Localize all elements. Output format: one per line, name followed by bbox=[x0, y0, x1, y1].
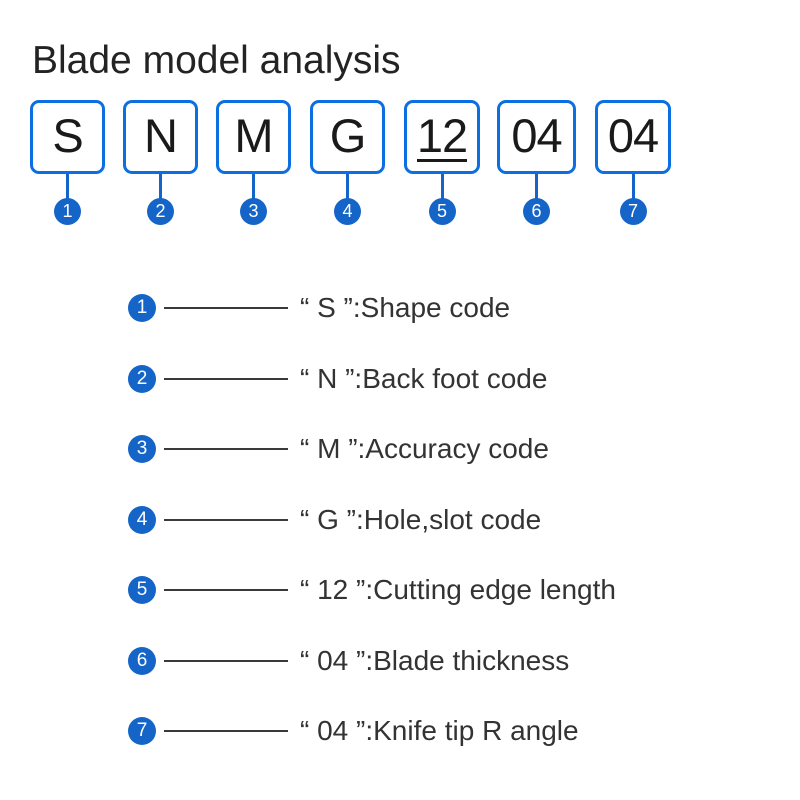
legend-marker-3[interactable]: 3 bbox=[128, 435, 156, 463]
legend-row-1: 1 “ S ”:Shape code bbox=[128, 290, 510, 326]
legend-leader-line-5 bbox=[164, 589, 288, 591]
code-box-7[interactable]: 04 bbox=[595, 100, 671, 174]
code-box-5[interactable]: 12 bbox=[404, 100, 480, 174]
legend-row-2: 2 “ N ”:Back foot code bbox=[128, 361, 547, 397]
code-box-value-6: 04 bbox=[511, 108, 562, 162]
code-box-value-2: N bbox=[144, 108, 178, 162]
connector-line-1 bbox=[66, 174, 69, 200]
legend-row-4: 4 “ G ”:Hole,slot code bbox=[128, 502, 541, 538]
connector-line-4 bbox=[346, 174, 349, 200]
legend-row-6: 6 “ 04 ”:Blade thickness bbox=[128, 643, 569, 679]
code-box-value-5: 12 bbox=[416, 108, 468, 162]
code-marker-1[interactable]: 1 bbox=[54, 198, 81, 225]
legend-label-1: “ S ”:Shape code bbox=[300, 292, 511, 323]
legend-leader-line-3 bbox=[164, 448, 288, 450]
code-marker-2[interactable]: 2 bbox=[147, 198, 174, 225]
legend-marker-5[interactable]: 5 bbox=[128, 576, 156, 604]
legend-row-5: 5 “ 12 ”:Cutting edge length bbox=[128, 572, 616, 608]
legend-leader-line-7 bbox=[164, 730, 288, 732]
legend-marker-2[interactable]: 2 bbox=[128, 364, 156, 393]
connector-line-7 bbox=[631, 174, 635, 200]
code-box-value-1: S bbox=[52, 108, 83, 162]
code-marker-6[interactable]: 6 bbox=[523, 198, 550, 225]
connector-line-3 bbox=[252, 174, 255, 200]
legend-label-7: “ 04 ”:Knife tip R angle bbox=[300, 715, 579, 746]
code-box-1[interactable]: S bbox=[30, 100, 105, 174]
legend-marker-4[interactable]: 4 bbox=[128, 505, 156, 534]
legend-label-6: “ 04 ”:Blade thickness bbox=[300, 644, 570, 676]
code-marker-3[interactable]: 3 bbox=[240, 198, 267, 225]
legend-marker-1[interactable]: 1 bbox=[128, 294, 156, 322]
legend-leader-line-1 bbox=[164, 307, 288, 309]
code-boxes-row: S 1 N 2 M 3 G 4 12 5 04 6 04 7 bbox=[0, 100, 800, 240]
legend-label-4: “ G ”:Hole,slot code bbox=[300, 503, 542, 535]
legend-row-7: 7 “ 04 ”:Knife tip R angle bbox=[128, 713, 579, 749]
code-box-value-4: G bbox=[329, 108, 367, 162]
code-box-4[interactable]: G bbox=[310, 100, 385, 174]
code-box-2[interactable]: N bbox=[123, 100, 198, 174]
legend-label-3: “ M ”:Accuracy code bbox=[300, 433, 549, 464]
legend-leader-line-6 bbox=[164, 659, 288, 662]
legend-label-5: “ 12 ”:Cutting edge length bbox=[300, 574, 616, 605]
code-marker-4[interactable]: 4 bbox=[334, 198, 361, 225]
connector-line-2 bbox=[159, 174, 162, 200]
code-marker-7[interactable]: 7 bbox=[619, 198, 647, 225]
legend-label-2: “ N ”:Back foot code bbox=[300, 362, 548, 394]
legend-marker-7[interactable]: 7 bbox=[128, 717, 156, 745]
legend-leader-line-2 bbox=[164, 377, 288, 380]
connector-line-5 bbox=[440, 174, 444, 200]
code-marker-5[interactable]: 5 bbox=[428, 198, 456, 225]
page-title: Blade model analysis bbox=[32, 39, 401, 82]
legend-row-3: 3 “ M ”:Accuracy code bbox=[128, 431, 549, 467]
code-box-3[interactable]: M bbox=[216, 100, 291, 174]
code-box-6[interactable]: 04 bbox=[497, 100, 576, 174]
legend-leader-line-4 bbox=[164, 518, 288, 521]
connector-line-6 bbox=[535, 174, 538, 200]
legend-marker-6[interactable]: 6 bbox=[128, 646, 156, 675]
code-box-value-7: 04 bbox=[607, 108, 659, 162]
code-box-value-3: M bbox=[234, 108, 273, 162]
